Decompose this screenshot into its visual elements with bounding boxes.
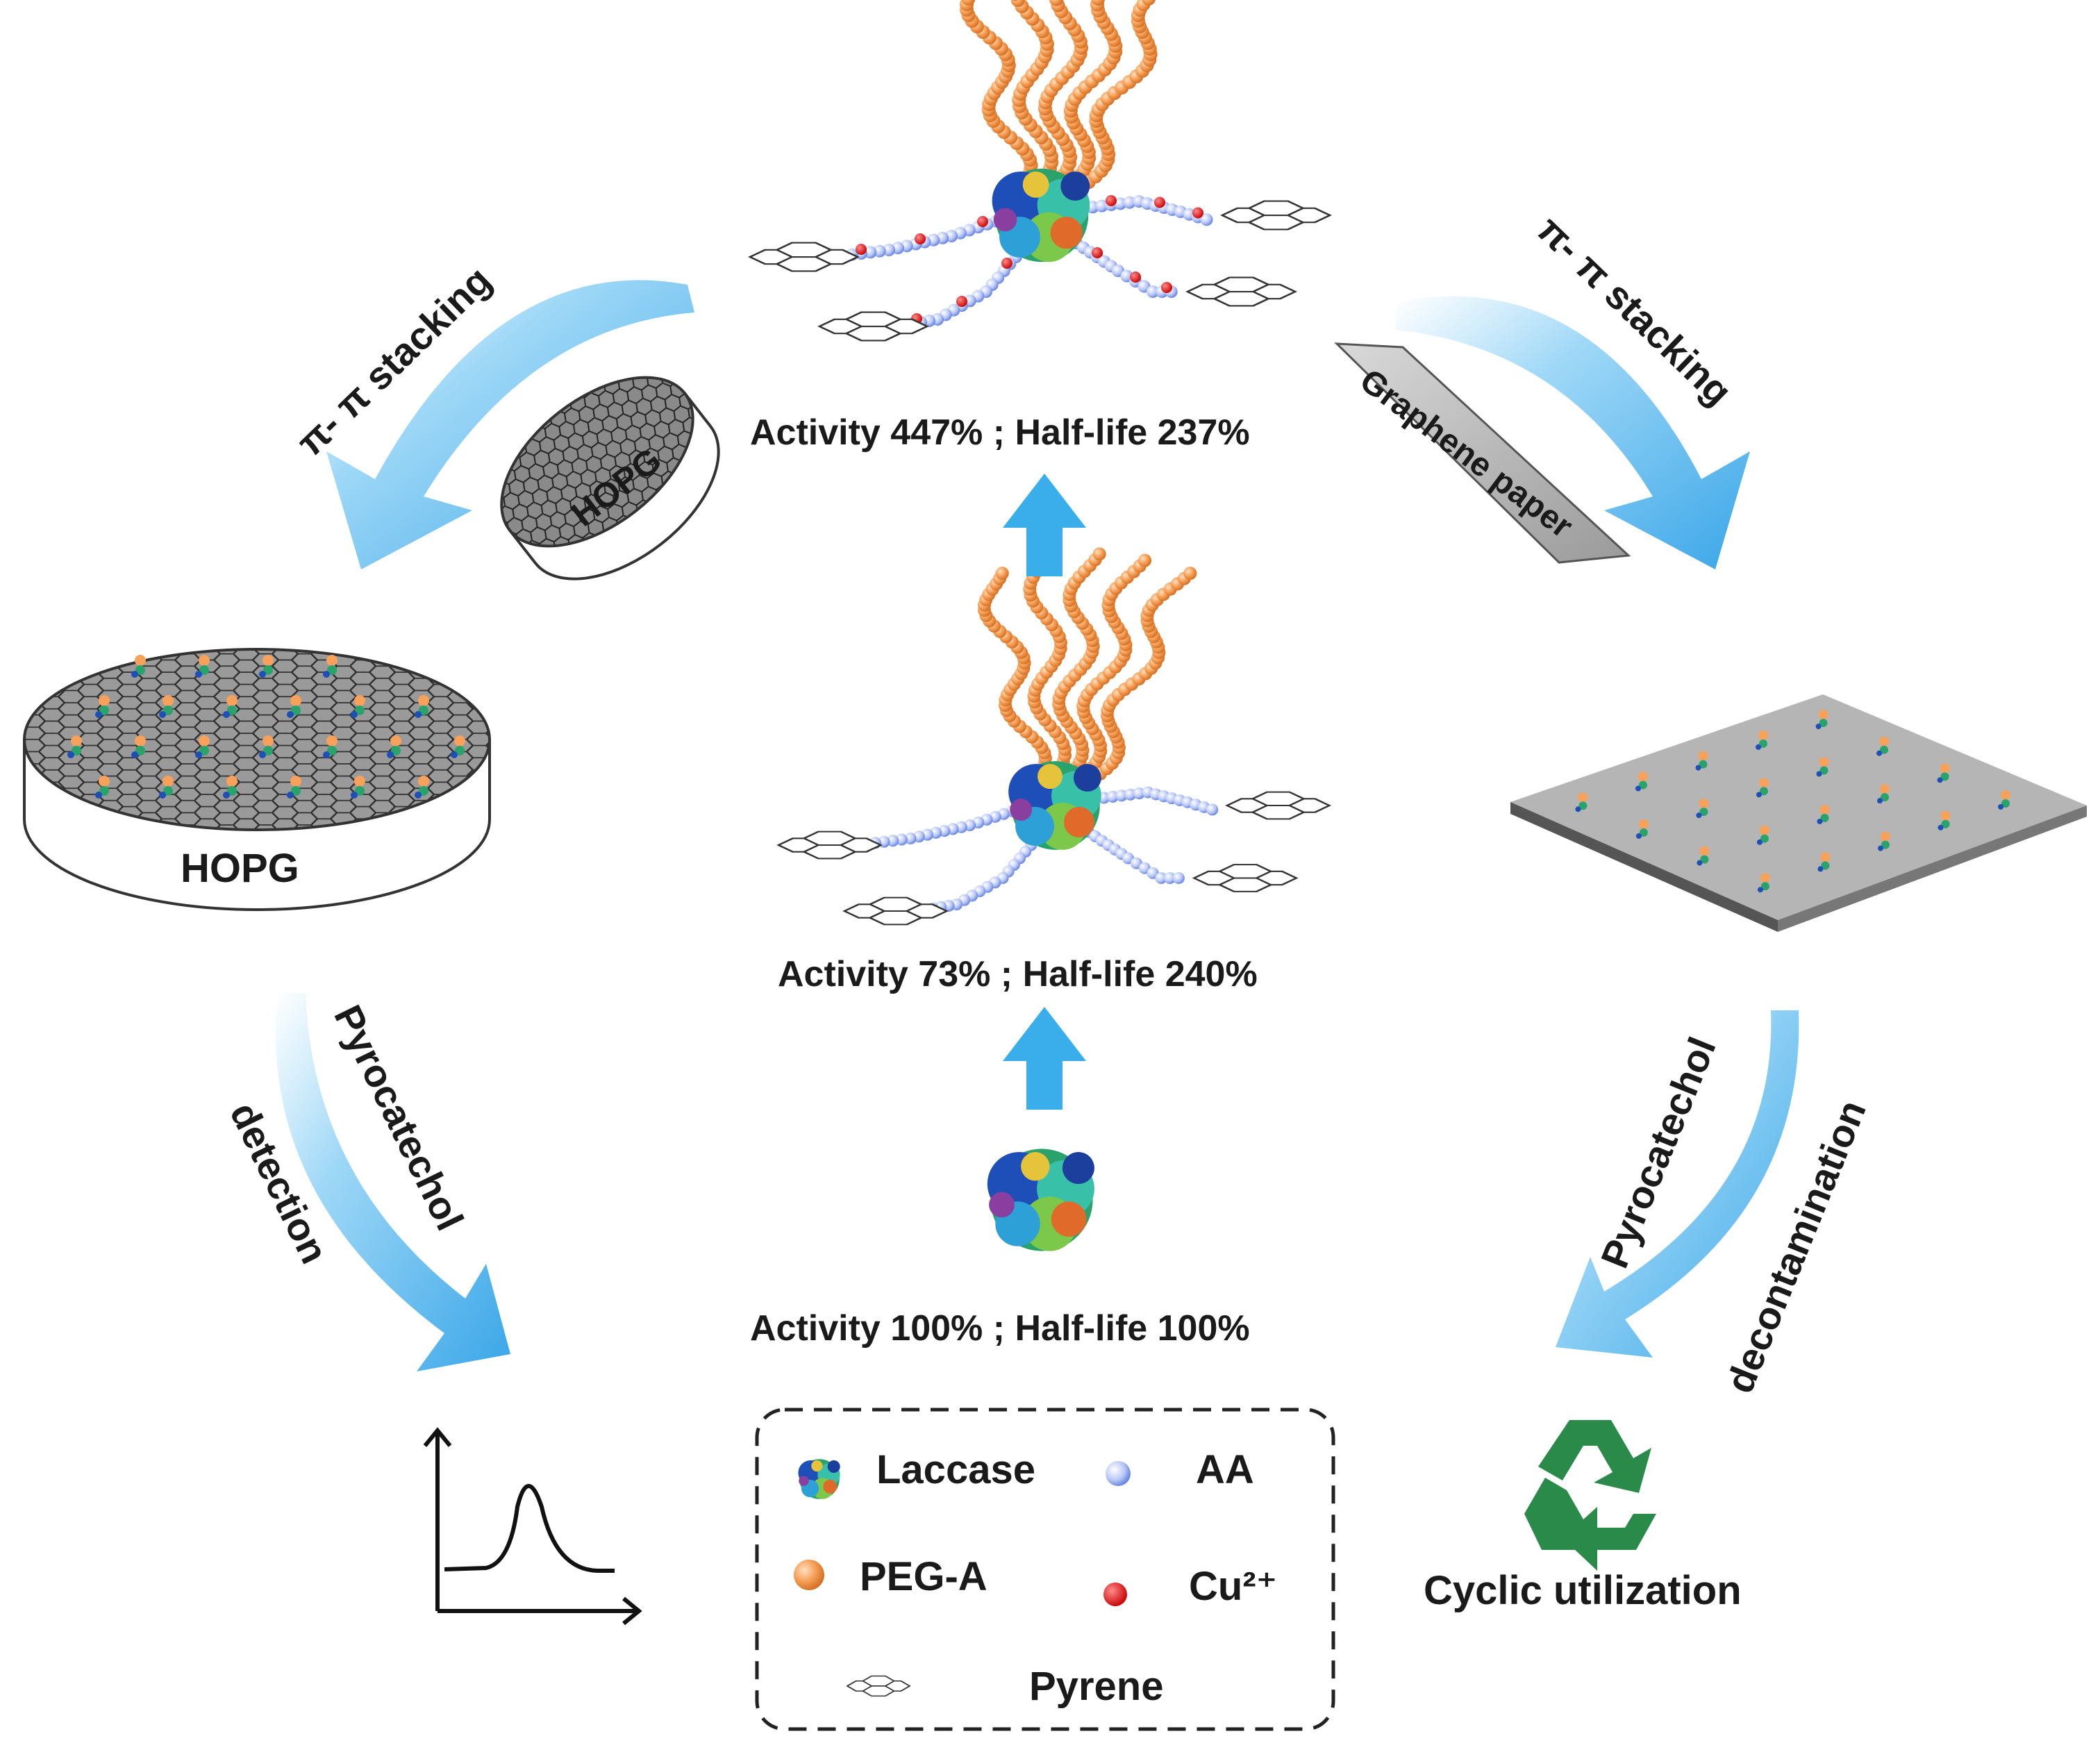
recycle-icon — [1524, 1420, 1656, 1571]
legend-peg: PEG-A — [860, 1554, 988, 1599]
arrow-top-left — [326, 280, 694, 569]
stat-middle: Activity 73% ; Half-life 240% — [778, 954, 1258, 994]
arrow-bottom-left — [276, 993, 510, 1371]
legend-laccase: Laccase — [876, 1447, 1035, 1492]
label-graphene-paper: Graphene paper — [1353, 362, 1579, 545]
legend-box: Laccase AA PEG-A Cu²⁺ Pyrene — [755, 1408, 1335, 1731]
stat-bottom: Activity 100% ; Half-life 100% — [750, 1308, 1250, 1349]
native-laccase — [987, 1149, 1094, 1251]
legend-pyrene: Pyrene — [1029, 1664, 1163, 1709]
graphene-sheet-large — [1510, 694, 2087, 932]
legend-cu: Cu²⁺ — [1189, 1564, 1277, 1609]
arrow-bottom-right — [1556, 1010, 1799, 1358]
hopg-disk-small — [500, 376, 720, 581]
label-hopg-large: HOPG — [181, 846, 299, 891]
up-arrow-lower — [1003, 1007, 1086, 1110]
label-cyclic-utilization: Cyclic utilization — [1424, 1568, 1742, 1613]
legend-cu-swatch — [1103, 1583, 1127, 1606]
graphene-paper-small — [1334, 342, 1631, 564]
stat-top: Activity 447% ; Half-life 237% — [750, 412, 1250, 453]
legend-aa: AA — [1196, 1447, 1254, 1492]
label-decontamination: decontamination — [1717, 1094, 1874, 1399]
up-arrow-upper — [1003, 474, 1086, 576]
arrow-top-right — [1396, 296, 1750, 569]
detection-chart-icon — [423, 1427, 642, 1626]
legend-peg-swatch — [794, 1560, 824, 1590]
legend-aa-swatch — [1106, 1461, 1131, 1486]
middle-conjugate — [777, 541, 1331, 926]
top-conjugate — [749, 0, 1331, 342]
hopg-disk-large — [23, 648, 491, 911]
